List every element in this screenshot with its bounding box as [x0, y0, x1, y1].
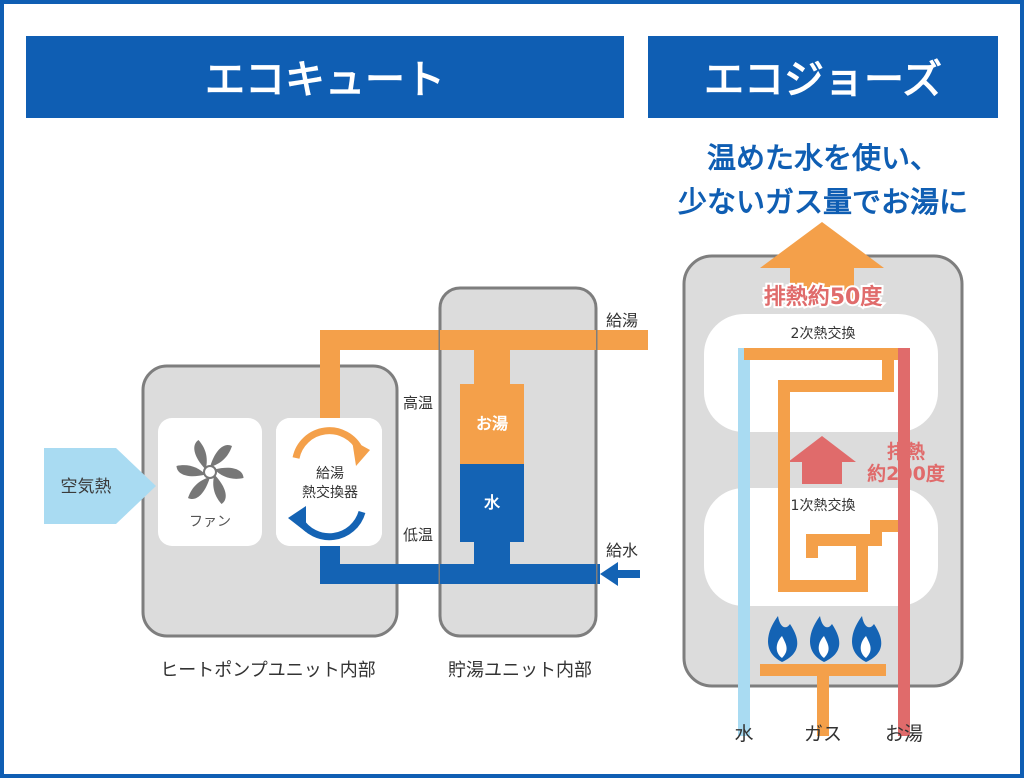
tank-hot-label: お湯 — [476, 414, 508, 433]
exchanger-blue-arrowhead-icon — [288, 506, 306, 532]
exhaust-50-arrow — [760, 222, 884, 300]
supply-water-label: 給水 — [606, 541, 638, 560]
cold-pipe-inside-tank — [440, 540, 494, 584]
heatpump-caption: ヒートポンプユニット内部 — [160, 660, 375, 681]
ecojozu-gas-label: ガス — [804, 723, 842, 745]
low-temp-label: 低温 — [403, 526, 433, 544]
hot-pipe-inside-tank — [440, 330, 494, 386]
cold-supply-inside-tank — [490, 540, 596, 584]
primary-exchange-label: 1次熱交換 — [791, 497, 856, 514]
burner-flame-icon — [852, 616, 882, 662]
tank-water-section — [460, 464, 524, 542]
hot-supply-inside-tank — [490, 330, 596, 386]
exchanger-label-line2: 熱交換器 — [302, 484, 358, 501]
supply-water-arrow-icon — [600, 562, 640, 586]
burner-flame-icon — [810, 616, 840, 662]
supply-hot-label: 給湯 — [606, 311, 638, 330]
left-title: エコキュート — [205, 57, 445, 103]
ecojozu-water-label: 水 — [734, 723, 753, 745]
tagline-line2: 少ないガス量でお湯に — [678, 185, 968, 219]
heat-exchanger-panel-front — [276, 418, 382, 546]
high-temp-label: 高温 — [403, 394, 433, 412]
fan-label: ファン — [189, 514, 231, 530]
air-heat-label: 空気熱 — [61, 477, 112, 497]
right-title: エコジョーズ — [704, 57, 942, 103]
secondary-exchange-label: 2次熱交換 — [791, 325, 856, 342]
tank-water-label: 水 — [484, 493, 501, 512]
fan-icon — [176, 439, 244, 505]
fan-panel — [158, 418, 262, 546]
secondary-exchange-panel — [704, 314, 938, 432]
burner-flame-icon — [768, 616, 798, 662]
tank-caption: 貯湯ユニット内部 — [448, 660, 592, 681]
left-header-bar — [26, 36, 624, 118]
exhaust-50-label: 排熱約50度 — [764, 284, 884, 310]
ecojozu-hot-label: お湯 — [885, 723, 923, 745]
right-header-bar — [648, 36, 998, 118]
exchanger-blue-arc-icon — [296, 510, 366, 541]
water-inlet-pipe — [738, 348, 750, 736]
tank-hot-section — [460, 384, 524, 464]
air-heat-arrow — [44, 448, 156, 524]
exchanger-orange-arrowhead-icon — [352, 440, 370, 466]
exchanger-label-line1: 給湯 — [316, 465, 344, 482]
exhaust-200-arrow — [788, 436, 856, 484]
gas-burner-bar — [760, 664, 886, 676]
exchanger-serpentine-connector — [812, 520, 898, 546]
hot-outlet-pipe — [898, 348, 910, 736]
tagline-line1: 温めた水を使い、 — [707, 141, 939, 175]
gas-inlet-pipe — [817, 676, 829, 736]
primary-exchange-panel — [704, 488, 938, 606]
